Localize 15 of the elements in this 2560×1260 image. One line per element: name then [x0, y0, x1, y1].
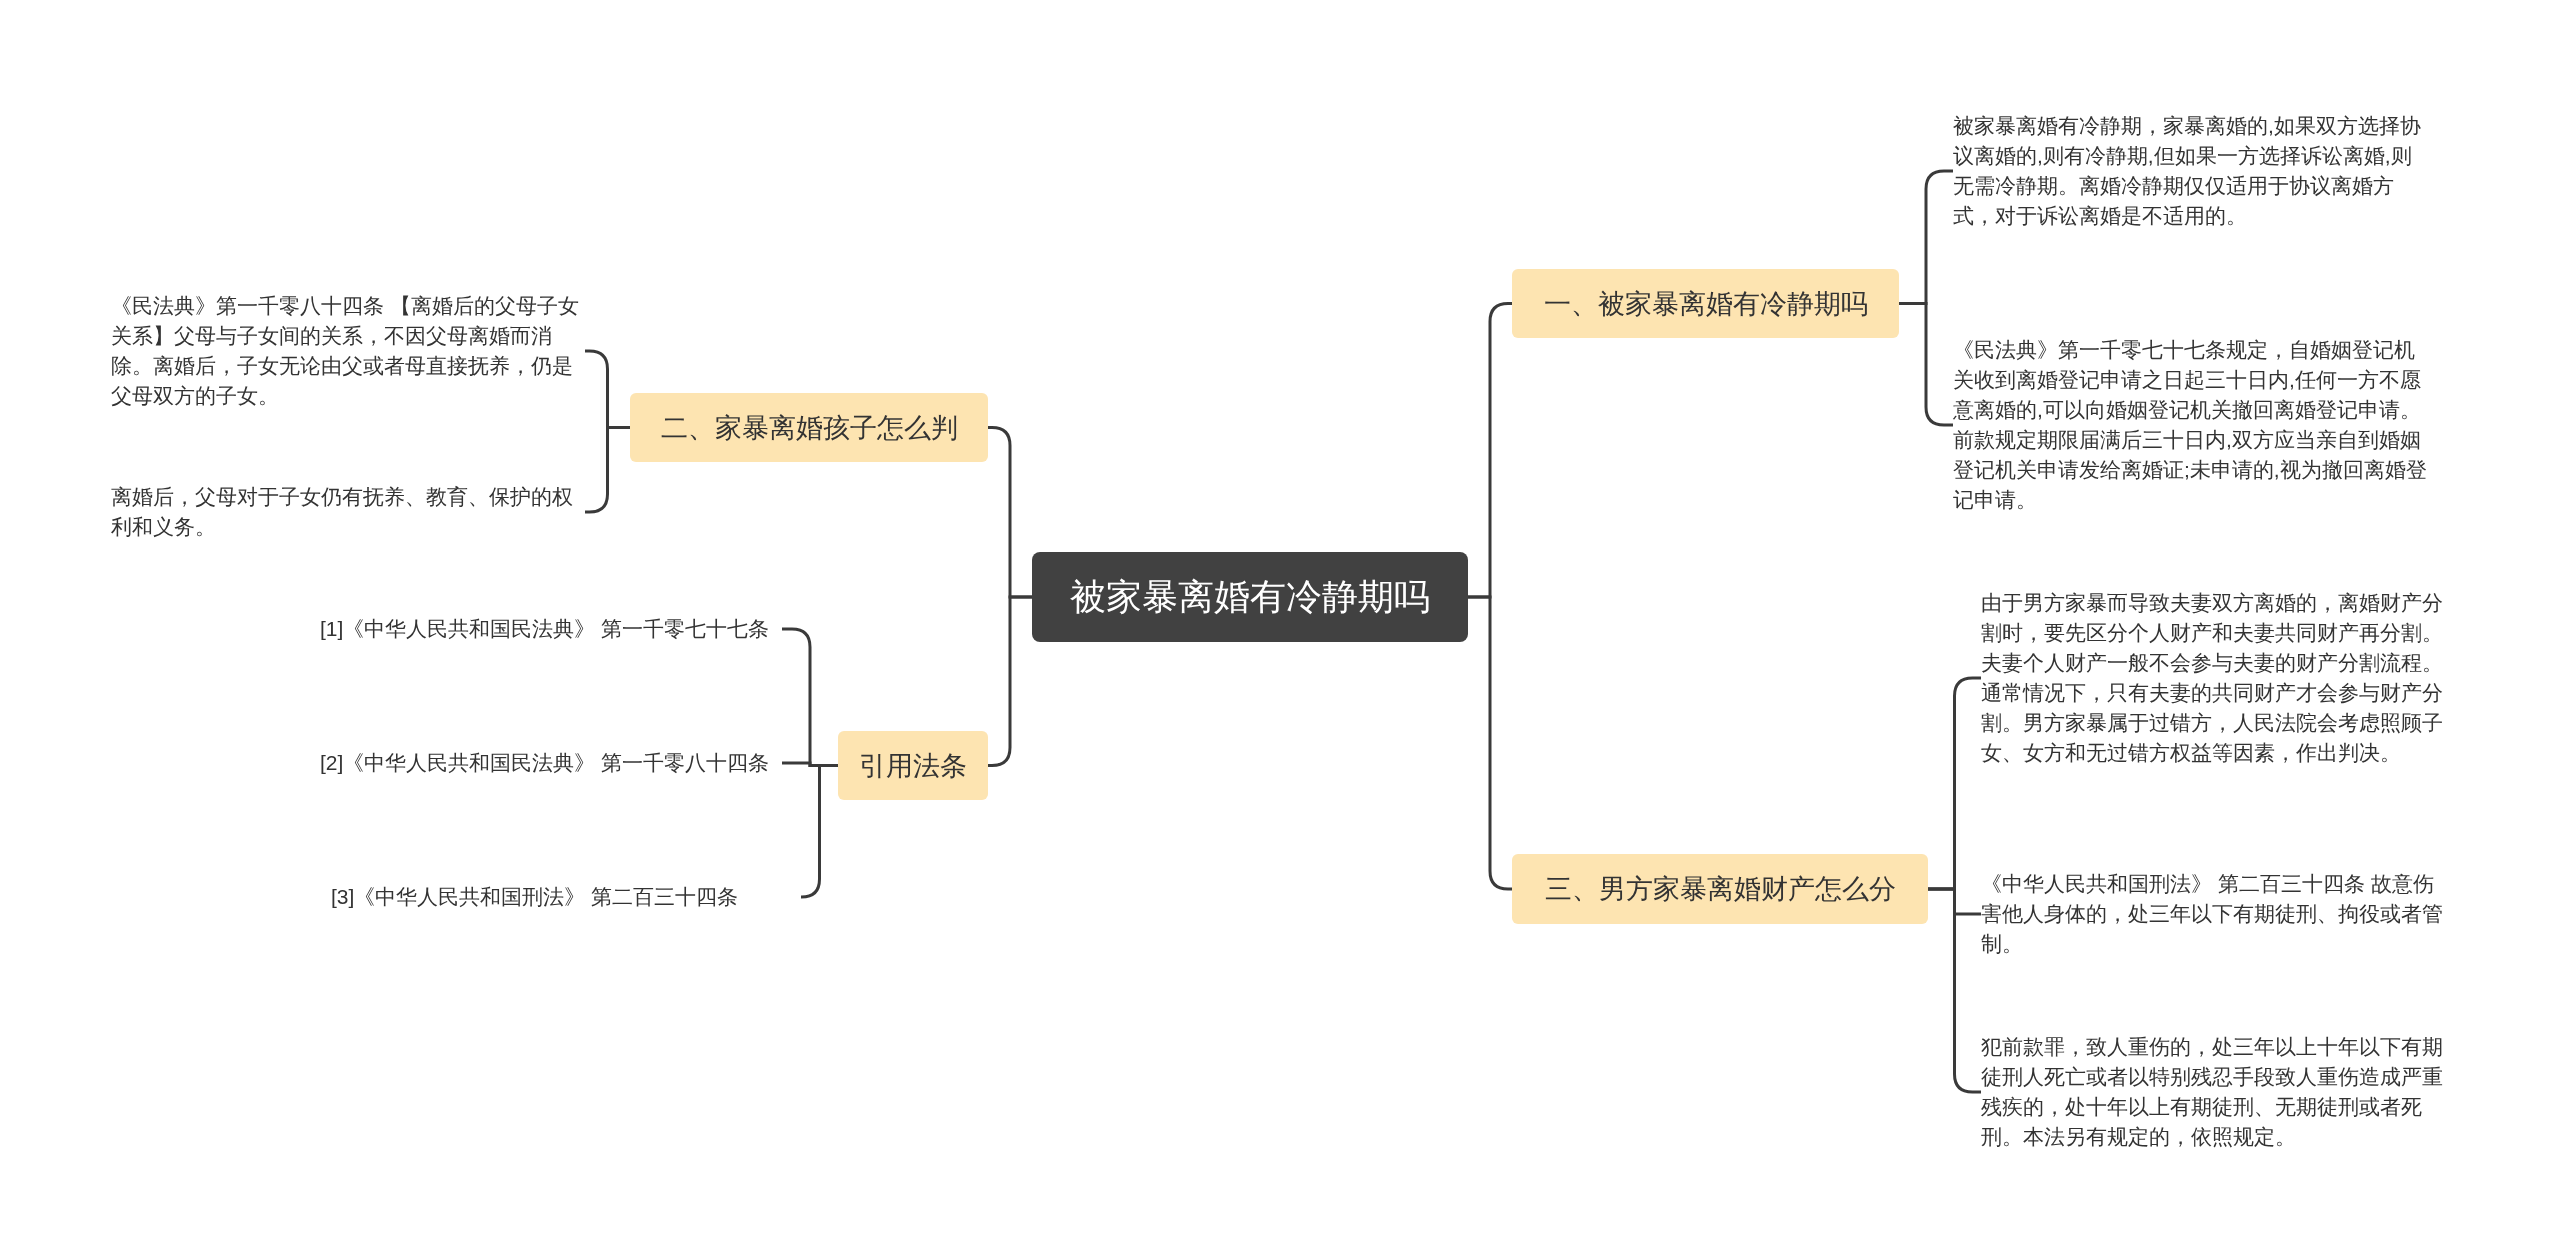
note-text: 由于男方家暴而导致夫妻双方离婚的，离婚财产分割时，要先区分个人财产和夫妻共同财产再分割。夫妻个人财产一般不会参与夫妻的财产分割流程。通常情况下，只有夫妻的共同财产才会参与财产分割。男方家暴属于过错方，人民法院会考虑照顾子女、女方和无过错方权益等因素，作出判决。 [1981, 588, 2451, 768]
topic-box: 三、男方家暴离婚财产怎么分 [1512, 854, 1928, 924]
note-text: 《民法典》第一千零八十四条 【离婚后的父母子女关系】父母与子女间的关系，不因父母离婚而消除。离婚后，子女无论由父或者母直接抚养，仍是父母双方的子女。 [111, 291, 585, 411]
topic-box: 一、被家暴离婚有冷静期吗 [1512, 269, 1899, 338]
note-text: [2]《中华人民共和国民法典》 第一千零八十四条 [320, 748, 782, 778]
note-text: [3]《中华人民共和国刑法》 第二百三十四条 [331, 882, 801, 912]
note-text: 犯前款罪，致人重伤的，处三年以上十年以下有期徒刑人死亡或者以特别残忍手段致人重伤造成严重残疾的，处十年以上有期徒刑、无期徒刑或者死刑。本法另有规定的，依照规定。 [1981, 1032, 2451, 1152]
note-text: 《中华人民共和国刑法》 第二百三十四条 故意伤害他人身体的，处三年以下有期徒刑、拘役或者管制。 [1981, 869, 2451, 959]
topic-box: 二、家暴离婚孩子怎么判 [630, 393, 988, 462]
note-text: [1]《中华人民共和国民法典》 第一千零七十七条 [320, 614, 782, 644]
central-topic-box: 被家暴离婚有冷静期吗 [1032, 552, 1468, 642]
note-text: 离婚后，父母对于子女仍有抚养、教育、保护的权利和义务。 [111, 482, 585, 542]
topic-box: 引用法条 [838, 731, 988, 800]
note-text: 《民法典》第一千零七十七条规定，自婚姻登记机关收到离婚登记申请之日起三十日内,任何一方不愿意离婚的,可以向婚姻登记机关撤回离婚登记申请。前款规定期限届满后三十日内,双方应当亲自到婚姻登记机关申请发给离婚证;未申请的,视为撤回离婚登记申请。 [1953, 335, 2431, 515]
note-text: 被家暴离婚有冷静期，家暴离婚的,如果双方选择协议离婚的,则有冷静期,但如果一方选择诉讼离婚,则无需冷静期。离婚冷静期仅仅适用于协议离婚方式，对于诉讼离婚是不适用的。 [1953, 111, 2431, 231]
